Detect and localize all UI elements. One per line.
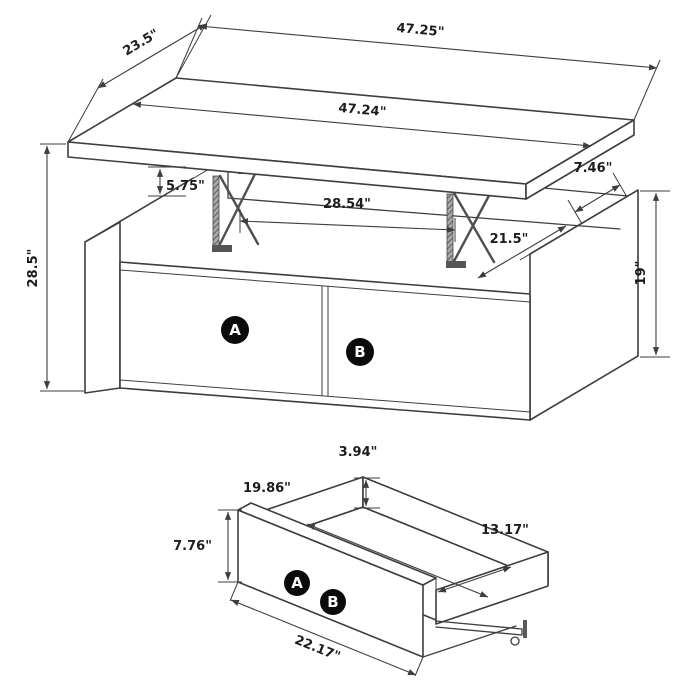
drawer-front-bottom-line: [119, 379, 531, 413]
drawer-view-b-badge: B: [320, 589, 346, 615]
dim-interior-depth: 21.5": [477, 225, 567, 279]
cabinet-right-face: [529, 189, 639, 421]
dim-lift-gap: 5.75": [148, 166, 205, 197]
drawer-view-a-circle: [284, 570, 310, 596]
lifted-table-top: [67, 77, 635, 200]
drawer-a-badge-circle: [221, 316, 249, 344]
cabinet-front-face: [119, 261, 531, 421]
dim-rear-shelf-depth-label: 7.46": [574, 161, 613, 176]
lift-mechanism-left: [212, 167, 260, 252]
drawer-diagram: 3.94" 19.86" 13.17" 7.76" 22.17" A B: [173, 445, 549, 677]
drawer-view-a-badge: A: [284, 570, 310, 596]
dim-rear-shelf-depth: 7.46": [567, 161, 628, 225]
dim-overall-height-label: 28.5": [26, 249, 41, 288]
drawer-b-badge-label: B: [354, 343, 365, 361]
dim-top-width-label: 47.25": [396, 21, 445, 40]
drawer-a-badge: A: [221, 316, 249, 344]
dim-drawer-interior-depth-label: 13.17": [481, 523, 529, 538]
lift-mechanism-right: [446, 185, 496, 268]
drawer-view-b-label: B: [327, 593, 338, 611]
drawer-a-badge-label: A: [229, 321, 241, 339]
dim-drawer-interior-width-label: 19.86": [243, 481, 291, 496]
dim-lift-gap-label: 5.75": [166, 179, 205, 194]
drawer-b-badge-circle: [346, 338, 374, 366]
rail-roller: [510, 636, 520, 646]
dim-compartment-width-label: 28.54": [323, 197, 371, 212]
drawer-box: [237, 476, 549, 658]
dim-interior-depth-label: 21.5": [490, 232, 529, 247]
drawer-bottom-back-edge: [422, 625, 517, 658]
scissor-arms-right: [450, 188, 496, 267]
dim-top-surface-width-label: 47.24": [338, 101, 387, 120]
dim-drawer-front-height-label: 7.76": [173, 539, 212, 554]
drawer-divider: [321, 286, 329, 396]
dim-drawer-front-height: 7.76": [173, 509, 242, 583]
dim-drawer-back-height: 3.94": [339, 445, 380, 509]
drawer-view-a-label: A: [291, 574, 303, 592]
drawer-view-b-circle: [320, 589, 346, 615]
lift-rail-left: [212, 175, 220, 251]
cabinet-left-wall: [84, 221, 121, 394]
drawer-slide-rail: [435, 620, 527, 646]
dim-compartment-width: 28.54": [239, 197, 456, 242]
bracket-bottom-right: [446, 261, 466, 268]
drawer-front-top-line: [119, 269, 531, 303]
bracket-bottom-left: [212, 245, 232, 252]
lift-top-table-diagram: 47.25" 23.5" 47.24" 28.5" 5.75" 28.54": [26, 14, 670, 421]
dim-base-height: 19": [634, 190, 670, 358]
drawer-b-badge: B: [346, 338, 374, 366]
dim-drawer-interior-depth: 13.17": [437, 523, 529, 593]
table-top-right-edge: [525, 119, 635, 200]
rail-end-tab: [523, 620, 527, 638]
dim-drawer-back-height-label: 3.94": [339, 445, 378, 460]
dim-base-height-label: 19": [634, 261, 649, 286]
dim-overall-height: 28.5": [26, 143, 84, 392]
scissor-arms-left: [216, 170, 260, 250]
dim-drawer-front-width-label: 22.17": [292, 633, 342, 665]
dim-top-surface-width: 47.24": [132, 101, 592, 149]
